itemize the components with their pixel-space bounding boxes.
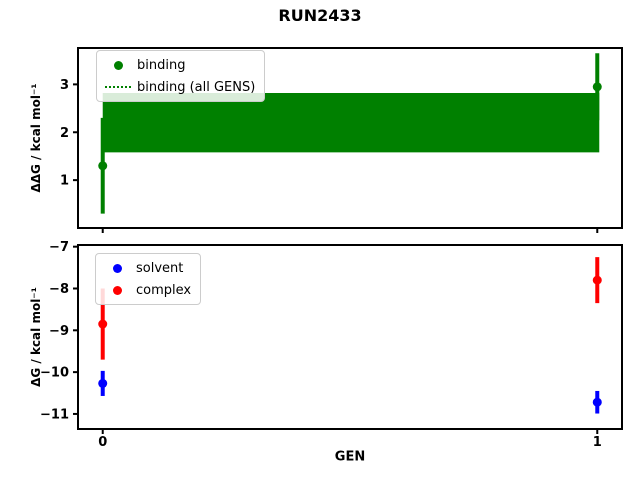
x-axis-label: GEN — [334, 449, 366, 465]
y-tick-label: −8 — [49, 282, 69, 297]
legend-item-binding-all-gens: binding (all GENS) — [105, 78, 255, 96]
data-point-binding-gen0 — [98, 161, 108, 171]
y-axis-label-top: ΔΔG / kcal mol⁻¹ — [29, 83, 43, 193]
y-tick-label: −11 — [40, 407, 69, 422]
complex-dot-icon — [104, 285, 130, 295]
legend-label: complex — [136, 282, 192, 298]
legend-label: binding (all GENS) — [137, 79, 256, 95]
legend-label: binding — [137, 57, 186, 73]
y-tick-label: 1 — [60, 174, 69, 189]
data-point-solvent-gen1 — [592, 397, 602, 407]
data-point-solvent-gen0 — [98, 378, 108, 388]
y-tick-label: −9 — [49, 324, 69, 339]
solvent-dot-icon — [104, 263, 130, 273]
y-tick-label: 3 — [60, 78, 69, 93]
band-binding-all-gens- — [102, 93, 600, 153]
legend-item-complex: complex — [104, 281, 191, 299]
binding-dot-icon — [105, 60, 131, 70]
legend-item-binding: binding — [105, 56, 255, 74]
data-point-complex-gen1 — [592, 275, 602, 285]
dotted-line-icon — [105, 86, 131, 88]
axes-frame-top — [77, 47, 623, 229]
y-axis-label-bottom: ΔG / kcal mol⁻¹ — [29, 287, 43, 387]
legend-bottom: solvent complex — [95, 253, 202, 305]
data-point-binding-gen1 — [592, 82, 602, 92]
legend-label: solvent — [136, 260, 184, 276]
figure-title: RUN2433 — [278, 6, 362, 25]
x-tick-label: 0 — [98, 435, 107, 450]
y-tick-label: −10 — [40, 366, 69, 381]
y-tick-label: −7 — [49, 240, 69, 255]
legend-item-solvent: solvent — [104, 259, 191, 277]
axes-frame-bottom — [77, 244, 623, 430]
data-point-complex-gen0 — [98, 319, 108, 329]
y-tick-label: 2 — [60, 126, 69, 141]
x-tick-label: 1 — [593, 435, 602, 450]
legend-top: binding binding (all GENS) — [96, 50, 266, 102]
